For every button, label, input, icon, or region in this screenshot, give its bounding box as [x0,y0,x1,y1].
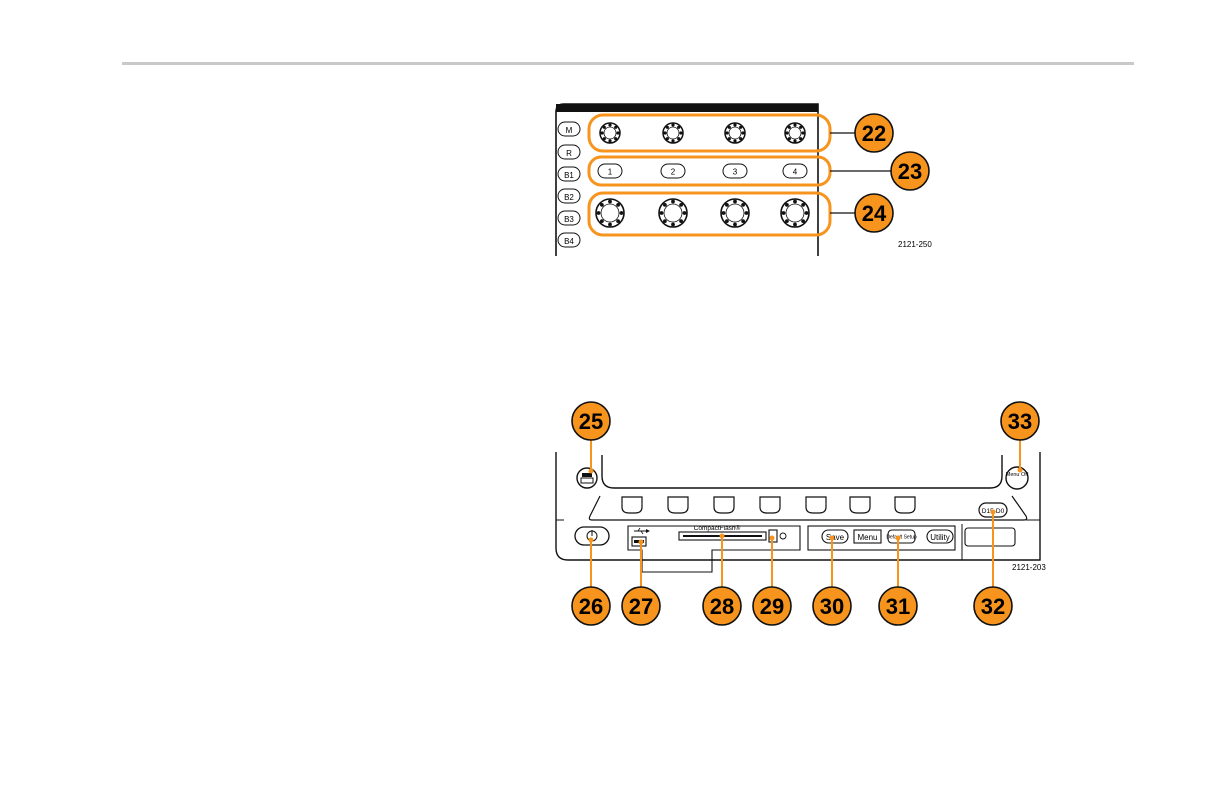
channel-button-2[interactable]: 2 [661,164,685,178]
knob-lower-2[interactable] [659,199,687,227]
channel-button-label: 2 [671,168,676,177]
side-button-b3[interactable]: B3 [558,211,580,225]
figure-2-lower-panel: Menu Off D15-D0 CompactFlash® [556,402,1046,625]
blank-panel [965,528,1015,546]
knob-lower-3[interactable] [721,199,749,227]
default-setup-button[interactable]: Default Setup [886,530,917,543]
knob-lower-1[interactable] [596,199,624,227]
panel-top-bar [556,104,818,112]
figure-id-label: 2121-250 [898,240,932,249]
side-button-m[interactable]: M [558,122,580,136]
callout-26: 26 [572,587,610,625]
callout-24: 24 [855,194,893,232]
save-button[interactable]: Save [822,530,848,543]
callout-22: 22 [855,114,893,152]
callout-number: 29 [760,594,784,619]
side-button-b4[interactable]: B4 [558,233,580,247]
bezel-button[interactable] [714,497,734,513]
save-label: Save [826,533,845,542]
callout-number: 33 [1008,409,1032,434]
callout-number: 32 [981,594,1005,619]
channel-buttons: 1 2 3 4 [598,164,807,178]
menu-label: Menu [857,533,877,542]
leader-lines [591,440,1020,588]
side-button-b2[interactable]: B2 [558,189,580,203]
callout-28: 28 [703,587,741,625]
knob-upper-3[interactable] [725,123,745,143]
channel-button-label: 4 [793,168,798,177]
bezel-button[interactable] [806,497,826,513]
menu-button[interactable]: Menu [854,530,881,543]
callout-29: 29 [753,587,791,625]
channel-button-label: 1 [608,168,613,177]
knob-lower-4[interactable] [781,199,809,227]
default-setup-label: Default Setup [886,535,917,541]
knob-upper-1[interactable] [600,123,620,143]
callout-number: 27 [629,594,653,619]
callout-31: 31 [879,587,917,625]
upper-knobs [600,123,805,143]
bezel-button[interactable] [760,497,780,513]
callout-32: 32 [974,587,1012,625]
usb-icon [634,528,650,534]
callout-number: 30 [820,594,844,619]
side-button-label: M [566,126,573,135]
channel-button-1[interactable]: 1 [598,164,622,178]
compactflash-label: CompactFlash® [694,524,741,532]
side-button-label: B2 [564,193,574,202]
side-button-label: R [566,149,572,158]
callout-number: 24 [862,201,887,226]
side-buttons: M R B1 B2 B3 B4 [558,122,580,247]
callout-33: 33 [1001,402,1039,440]
lower-knobs [596,199,809,227]
figure-1-front-panel: M R B1 B2 B3 B4 [556,104,932,256]
callout-number: 25 [579,409,603,434]
side-button-label: B3 [564,215,574,224]
bezel-button[interactable] [850,497,870,513]
knob-upper-4[interactable] [785,123,805,143]
compactflash-led [780,533,786,539]
bezel-buttons [622,497,915,513]
bezel-button[interactable] [622,497,642,513]
callout-23: 23 [891,152,929,190]
side-button-label: B1 [564,171,574,180]
bezel-button[interactable] [668,497,688,513]
side-button-r[interactable]: R [558,145,580,159]
menu-off-button[interactable]: Menu Off [1006,467,1029,489]
callout-27: 27 [622,587,660,625]
channel-button-label: 3 [733,168,738,177]
channel-button-4[interactable]: 4 [783,164,807,178]
utility-label: Utility [930,533,950,542]
callout-number: 23 [898,159,922,184]
bezel-button[interactable] [895,497,915,513]
side-button-b1[interactable]: B1 [558,167,580,181]
callout-number: 31 [886,594,910,619]
callout-number: 28 [710,594,734,619]
menu-off-label: Menu Off [1006,472,1029,478]
callout-number: 26 [579,594,603,619]
callout-25: 25 [572,402,610,440]
side-button-label: B4 [564,237,574,246]
callout-30: 30 [813,587,851,625]
print-button[interactable] [577,468,597,488]
figure-id-label: 2121-203 [1012,563,1046,572]
screen-outline [602,455,1002,488]
utility-button[interactable]: Utility [927,530,953,543]
callout-number: 22 [862,121,886,146]
knob-upper-2[interactable] [663,123,683,143]
channel-button-3[interactable]: 3 [723,164,747,178]
